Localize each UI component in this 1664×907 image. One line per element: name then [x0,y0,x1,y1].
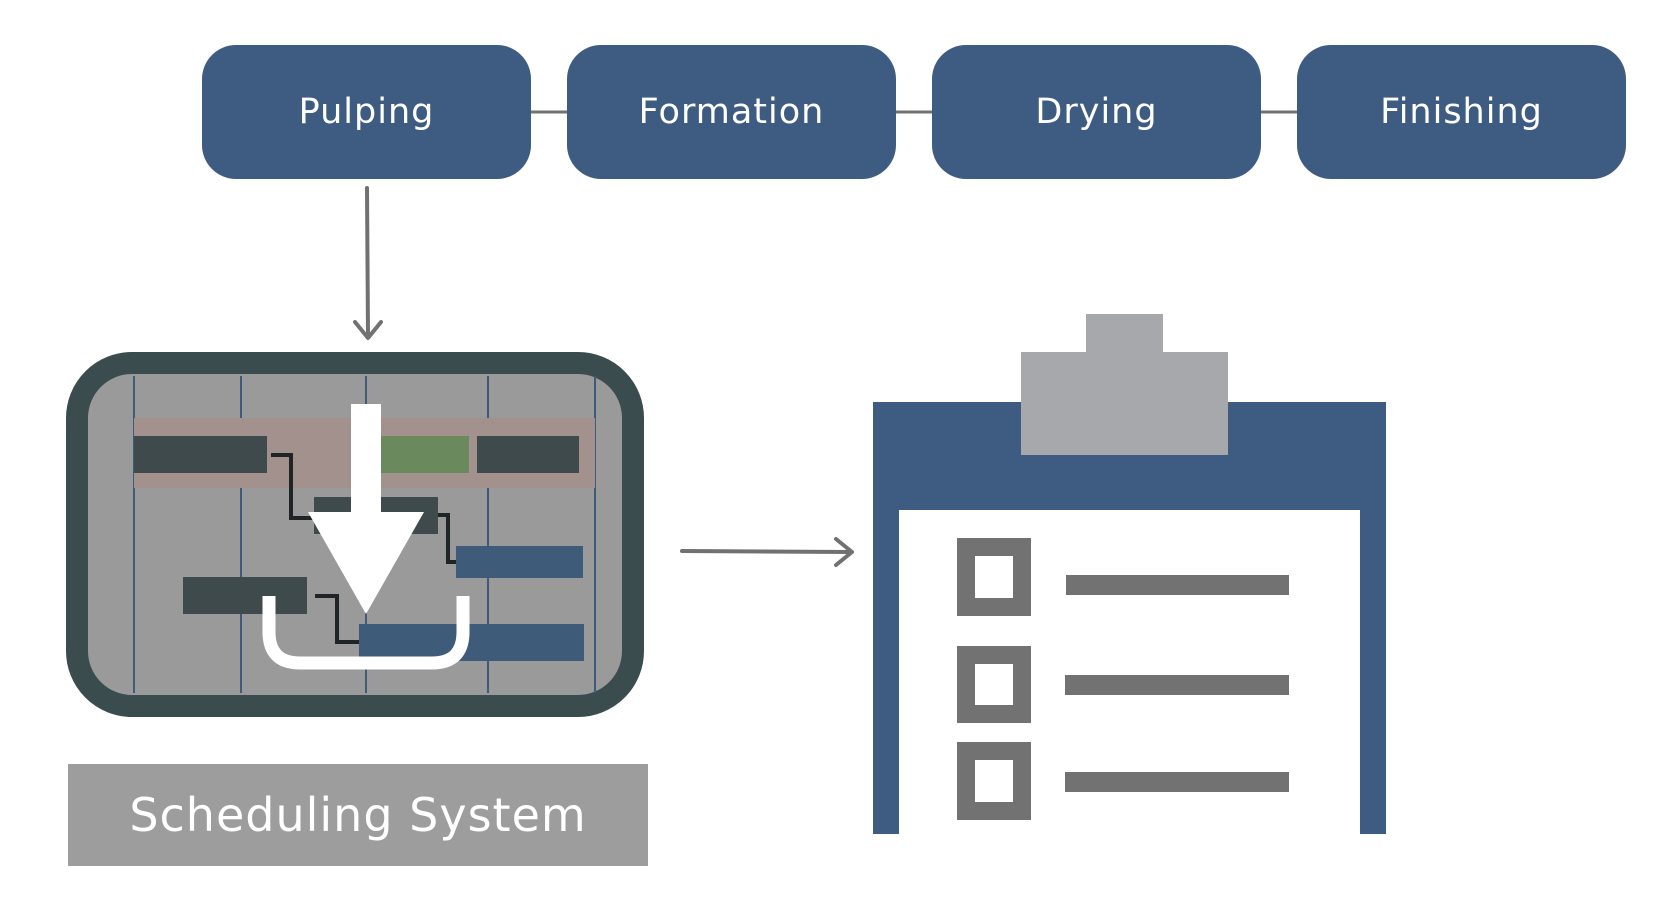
clipboard-clip-top [1086,314,1163,356]
gantt-bar [380,436,469,473]
step-label: Formation [638,92,825,132]
checklist-items [957,538,1289,820]
import-arrow-head [308,512,424,614]
step-label: Pulping [298,92,435,132]
gantt-bar [183,577,307,614]
gantt-bar [477,436,579,473]
import-arrow-shaft [351,404,381,520]
step-label: Drying [1035,92,1158,132]
arrow-down-to-scheduling [353,186,383,340]
step-formation: Formation [567,45,896,179]
gantt-dependency-lines [271,453,456,644]
scheduling-system-text: Scheduling System [129,788,587,842]
scheduling-system-label: Scheduling System [68,764,648,866]
gantt-bar [134,436,267,473]
checklist-line [1065,675,1289,695]
checklist-line [1065,772,1289,792]
checkbox-icon [957,646,1031,723]
arrow-right-to-clipboard [680,537,854,567]
checklist-line [1066,575,1289,595]
gantt-chart-import-icon [66,352,644,717]
import-tray-icon [262,596,470,670]
gantt-bar [456,546,583,578]
checkbox-icon [957,538,1031,616]
checkbox-icon [957,742,1031,820]
step-label: Finishing [1380,92,1543,132]
clipboard-checklist-icon [873,314,1386,834]
clipboard-clip-base [1021,352,1228,455]
step-finishing: Finishing [1297,45,1626,179]
step-pulping: Pulping [202,45,531,179]
step-drying: Drying [932,45,1261,179]
gantt-bar [359,624,584,661]
